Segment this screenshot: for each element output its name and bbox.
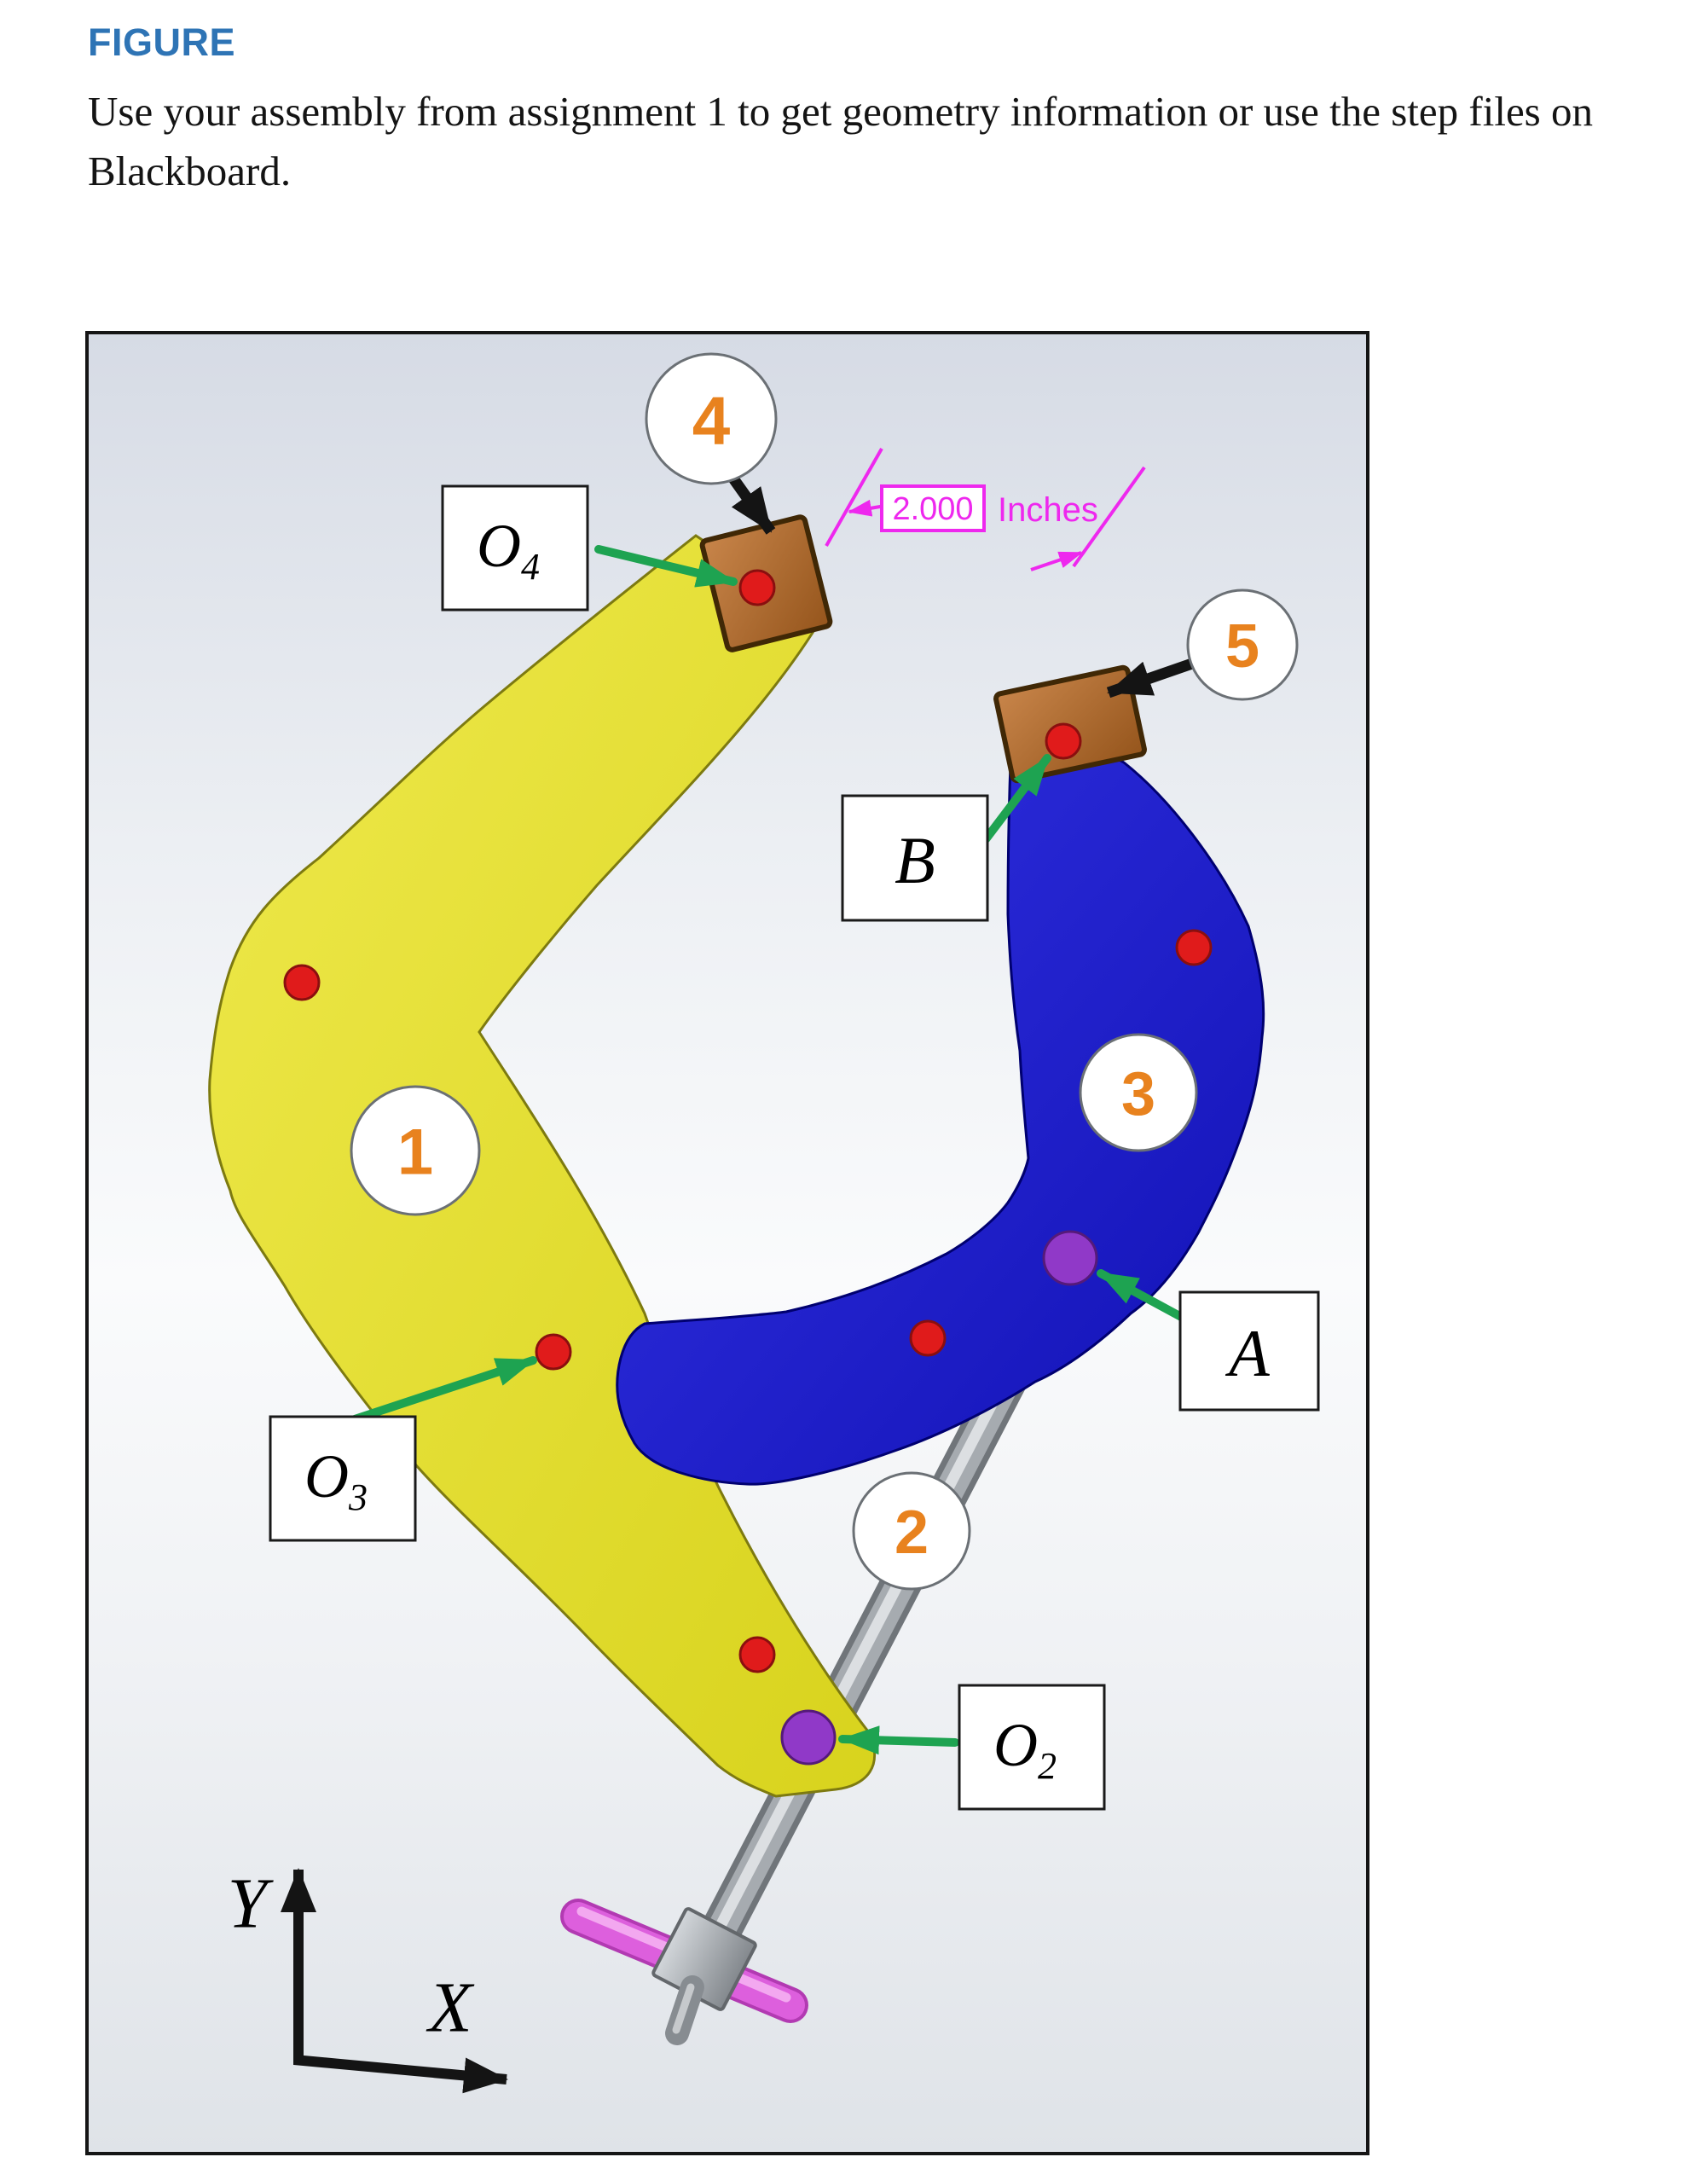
leader-arrow-o4 [594, 545, 738, 588]
clamp-pad-5-face [993, 664, 1147, 784]
joint-o2-dot [780, 1709, 837, 1766]
label-o2-text: O2 [993, 1711, 1057, 1787]
figure-heading: FIGURE [88, 20, 236, 64]
label-o3-text: O3 [304, 1442, 368, 1518]
axis-x-line [293, 2055, 508, 2094]
joint-a-dot [1042, 1230, 1098, 1286]
label-a-box [1178, 1290, 1320, 1412]
balloon-1-label: 1 [397, 1116, 433, 1189]
balloon-1: 1 [350, 1085, 481, 1216]
balloon-5: 5 [1186, 589, 1299, 701]
balloon-2: 2 [852, 1471, 971, 1591]
balloon-3-label: 3 [1121, 1060, 1155, 1128]
label-o3: O3 [269, 1415, 417, 1542]
rivet-dot-yellow-tip [738, 1636, 776, 1673]
axis-y-label: Y [228, 1864, 275, 1944]
assembly-diagram: 2.000 Inches 4 5 1 3 2 O4 [89, 334, 1366, 2152]
label-b: B [841, 794, 989, 922]
label-a-text: A [1225, 1316, 1270, 1390]
leader-arrow-a [1097, 1269, 1187, 1322]
clamp-pad-5 [993, 664, 1147, 784]
coordinate-axes: Y X [228, 1864, 508, 2094]
rivet-dot-blue-lower [909, 1319, 947, 1357]
dim-arrow-right [1030, 551, 1083, 571]
balloon-4-label: 4 [692, 383, 731, 459]
balloon-3: 3 [1079, 1033, 1198, 1152]
joint-b-dot [1045, 722, 1082, 760]
label-o3-box [269, 1415, 417, 1542]
label-o4-box [441, 484, 589, 612]
handle-assembly [560, 1899, 808, 2045]
balloon-arrow-5 [1106, 658, 1195, 699]
balloon-4: 4 [645, 352, 778, 485]
leader-arrow-o3 [350, 1356, 537, 1424]
rivet-dot-blue-upper [1175, 929, 1213, 966]
label-a: A [1178, 1290, 1320, 1412]
witness-line-2 [1072, 466, 1146, 568]
witness-line-1 [825, 448, 883, 547]
rod-tip-highlight [672, 1983, 695, 2034]
label-o4: O4 [441, 484, 589, 612]
dimension-value-box [880, 484, 986, 532]
joint-o3-dot [535, 1333, 572, 1371]
balloon-5-circle [1186, 589, 1299, 701]
balloon-4-circle [645, 352, 778, 485]
balloon-arrow-4 [724, 469, 776, 535]
label-b-box [841, 794, 989, 922]
balloon-5-label: 5 [1225, 612, 1259, 681]
balloon-1-circle [350, 1085, 481, 1216]
balloon-2-label: 2 [895, 1499, 929, 1567]
label-o4-text: O4 [477, 512, 540, 588]
axis-x-label: X [426, 1969, 475, 2048]
joint-o4-dot [738, 569, 776, 606]
dimension-value: 2.000 [892, 491, 973, 527]
leader-arrow-o2 [838, 1725, 959, 1755]
figure-frame: 2.000 Inches 4 5 1 3 2 O4 [85, 331, 1369, 2155]
body-text-line1: Use your assembly from assignment 1 to g… [88, 88, 1594, 135]
rivet-dot-yellow-upper [283, 964, 321, 1001]
label-b-text: B [895, 823, 935, 897]
balloon-3-circle [1079, 1033, 1198, 1152]
label-o2: O2 [958, 1684, 1106, 1811]
body-text-line2: Blackboard. [88, 148, 292, 194]
body-text: Use your assembly from assignment 1 to g… [88, 82, 1682, 201]
leader-arrow-b [981, 754, 1051, 844]
dimension-callout: 2.000 Inches [825, 448, 1146, 571]
label-o2-box [958, 1684, 1106, 1811]
dimension-unit: Inches [998, 491, 1098, 529]
balloon-2-circle [852, 1471, 971, 1591]
